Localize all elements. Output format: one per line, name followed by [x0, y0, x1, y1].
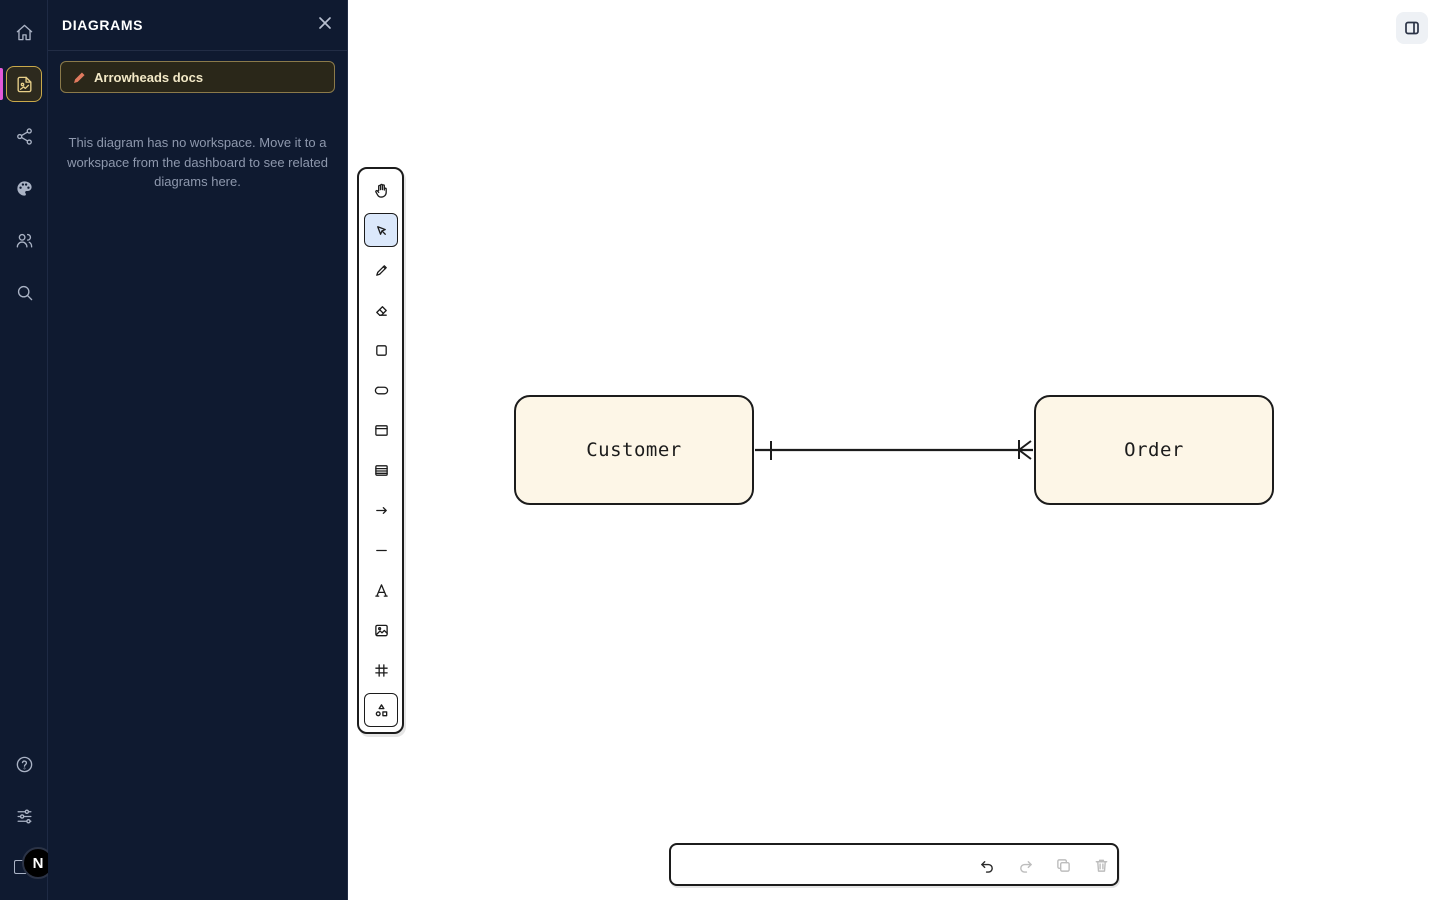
hash-icon [374, 663, 388, 677]
redo-button[interactable] [1015, 855, 1035, 875]
duplicate-button[interactable] [1053, 855, 1073, 875]
undo-icon [980, 860, 993, 873]
rail-help[interactable] [6, 746, 42, 782]
eraser-tool[interactable] [364, 293, 398, 327]
undo-button[interactable] [977, 855, 997, 875]
image-icon [374, 624, 388, 636]
node-label: Order [1124, 439, 1184, 461]
panel-title: DIAGRAMS [62, 17, 144, 33]
rail-settings[interactable] [6, 798, 42, 834]
rail-diagrams[interactable] [6, 66, 42, 102]
pencil-icon [74, 71, 85, 83]
table-tool[interactable] [364, 453, 398, 487]
eraser-icon [375, 305, 387, 316]
trash-icon [1095, 859, 1107, 872]
rail-users[interactable] [6, 222, 42, 258]
home-icon [16, 24, 32, 40]
rail-share[interactable] [6, 118, 42, 154]
hash-tool[interactable] [364, 653, 398, 687]
collapse-icon[interactable] [14, 860, 26, 874]
redo-icon [1019, 860, 1032, 873]
arrow-tool[interactable] [364, 493, 398, 527]
shapes-icon [375, 703, 387, 716]
close-panel-button[interactable] [317, 15, 333, 36]
icon-rail: N [0, 0, 54, 900]
bottom-action-bar [669, 843, 1119, 886]
hand-icon [374, 183, 387, 198]
settings-sliders-icon [16, 808, 32, 824]
ellipse-tool[interactable] [364, 373, 398, 407]
ellipse-icon [374, 386, 388, 394]
toggle-sidebar-button[interactable] [1396, 12, 1428, 44]
panel-header: DIAGRAMS [48, 0, 347, 51]
sidebar-toggle-icon [1405, 21, 1419, 35]
duplicate-icon [1056, 858, 1070, 872]
no-workspace-note: This diagram has no workspace. Move it t… [67, 135, 328, 189]
users-icon [16, 233, 32, 248]
diagrams-panel: DIAGRAMS Arrowheads docs This diagram ha… [48, 0, 348, 900]
search-icon [17, 285, 32, 300]
node-customer[interactable]: Customer [514, 395, 754, 505]
rail-search[interactable] [6, 274, 42, 310]
frame-tool[interactable] [364, 413, 398, 447]
text-icon [374, 583, 388, 597]
rectangle-icon [375, 344, 387, 356]
diagram-icon [16, 76, 32, 92]
close-icon [319, 16, 331, 29]
select-tool[interactable] [364, 213, 398, 247]
hand-tool[interactable] [364, 173, 398, 207]
diagram-canvas[interactable] [349, 0, 1440, 900]
rail-home[interactable] [6, 14, 42, 50]
line-icon [375, 549, 387, 551]
pencil-tool[interactable] [364, 253, 398, 287]
text-tool[interactable] [364, 573, 398, 607]
table-icon [374, 464, 388, 476]
palette-icon [16, 180, 32, 196]
rail-palette[interactable] [6, 170, 42, 206]
pointer-icon [376, 225, 386, 235]
rectangle-tool[interactable] [364, 333, 398, 367]
line-tool[interactable] [364, 533, 398, 567]
arrow-right-icon [375, 506, 387, 514]
tool-palette [357, 167, 404, 734]
pencil-icon [375, 264, 387, 276]
share-icon [16, 127, 32, 145]
current-diagram-name: Arrowheads docs [94, 69, 204, 85]
node-order[interactable]: Order [1034, 395, 1274, 505]
image-tool[interactable] [364, 613, 398, 647]
node-label: Customer [586, 439, 682, 461]
help-icon [16, 756, 32, 772]
current-diagram-item[interactable]: Arrowheads docs [60, 61, 335, 93]
active-indicator [0, 68, 3, 100]
window-icon [374, 424, 388, 436]
delete-button[interactable] [1091, 855, 1111, 875]
shapes-tool[interactable] [364, 693, 398, 727]
